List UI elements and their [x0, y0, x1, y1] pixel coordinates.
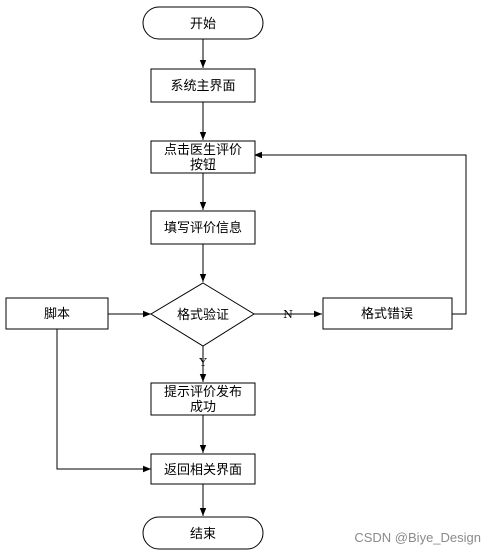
click-eval-label-line1: 点击医生评价 [164, 143, 242, 158]
format-check-label: 格式验证 [177, 307, 229, 323]
format-error-node: 格式错误 [322, 297, 453, 330]
edge-error-back-to-click [254, 151, 467, 315]
edge-label-no: N [283, 308, 293, 321]
return-page-node: 返回相关界面 [150, 453, 256, 485]
format-check-node: 格式验证 [150, 282, 255, 347]
script-label: 脚本 [44, 306, 70, 322]
click-eval-node: 点击医生评价 按钮 [150, 140, 256, 174]
start-node: 开始 [142, 6, 264, 40]
prompt-success-label-line1: 提示评价发布 [164, 384, 242, 400]
main-ui-label: 系统主界面 [170, 79, 235, 94]
edge-script-to-return [56, 329, 151, 473]
main-ui-node: 系统主界面 [150, 68, 256, 103]
watermark: CSDN @Biye_Design [354, 530, 481, 545]
fill-eval-label: 填写评价信息 [164, 220, 242, 236]
fill-eval-node: 填写评价信息 [150, 210, 256, 245]
return-page-label: 返回相关界面 [164, 463, 242, 478]
format-error-label: 格式错误 [361, 306, 413, 322]
edge-label-yes: Y [198, 356, 207, 369]
end-node: 结束 [142, 516, 264, 550]
script-node: 脚本 [5, 297, 109, 330]
prompt-success-label-line2: 成功 [190, 400, 216, 415]
click-eval-label-line2: 按钮 [190, 158, 216, 173]
start-label: 开始 [190, 17, 216, 32]
end-label: 结束 [190, 527, 216, 542]
prompt-success-node: 提示评价发布 成功 [150, 382, 256, 416]
